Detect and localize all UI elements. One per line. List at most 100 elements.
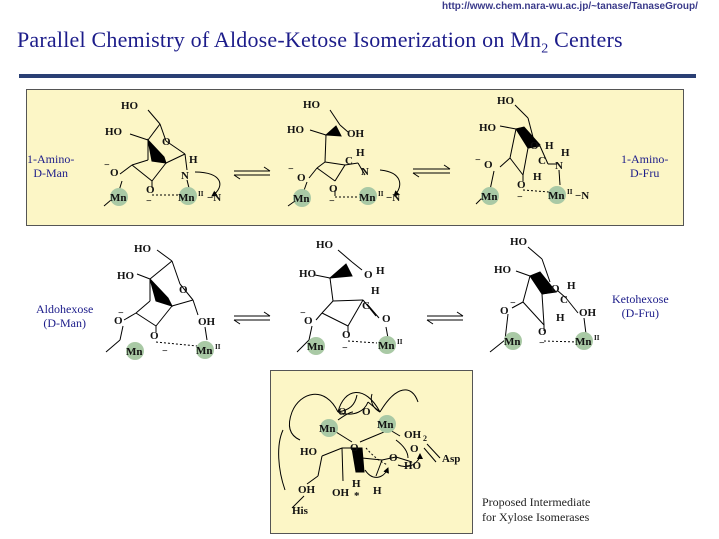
atom-n: −N [207, 192, 221, 204]
oxidation-state: II [378, 190, 384, 198]
atom-h: H [376, 265, 385, 277]
atom-n: N [555, 160, 563, 172]
charge-minus: − [342, 343, 348, 354]
structure-amino-man-pyranose [103, 109, 221, 207]
structure-enediol-open-chain [296, 249, 389, 353]
atom-o: O [410, 443, 419, 455]
mn-circle [378, 415, 396, 433]
atom-ho: HO [494, 264, 512, 276]
charge-minus: − [288, 164, 294, 175]
charge-minus: − [104, 160, 110, 171]
atom-ho: HO [404, 460, 422, 472]
atom-n: −N [575, 190, 589, 202]
atom-o: O [329, 183, 338, 195]
mn-circle [320, 419, 338, 437]
mn-circle [504, 332, 522, 350]
atom-o: O [110, 167, 119, 179]
atom-n: −N [386, 192, 400, 204]
atom-ho: HO [117, 270, 135, 282]
atom-h: H [545, 140, 554, 152]
atom-mn: Mn [178, 192, 195, 204]
atom-ho: HO [300, 446, 318, 458]
mn-centers [110, 186, 593, 437]
atom-ho: HO [134, 243, 152, 255]
amino-sugar-panel [26, 89, 684, 226]
atom-o: O [538, 326, 547, 338]
atom-ho: HO [299, 268, 317, 280]
atom-o: O [162, 136, 171, 148]
oxidation-state: II [198, 190, 204, 198]
mn-circle [481, 187, 499, 205]
equilibrium-arrows-top [233, 164, 451, 180]
atom-o: O [517, 179, 526, 191]
subscript-2: 2 [423, 434, 427, 443]
atom-mn: Mn [110, 192, 127, 204]
mn-circle [575, 332, 593, 350]
atom-h: H [556, 312, 565, 324]
atom-o: O [364, 269, 373, 281]
atom-mn: Mn [378, 340, 395, 352]
atom-ho: HO [105, 126, 123, 138]
atom-o: O [146, 184, 155, 196]
equilibrium-arrows-bottom [233, 311, 464, 325]
charge-minus: − [517, 192, 523, 203]
atom-ho: HO [479, 122, 497, 134]
atom-oh: OH [298, 484, 316, 496]
atom-mn: Mn [504, 336, 521, 348]
atom-mn: Mn [293, 193, 310, 205]
atom-o: O [297, 172, 306, 184]
atom-o: O [350, 442, 359, 454]
label-amino-man: 1-Amino-D-Man [27, 152, 75, 180]
atom-mn: Mn [548, 190, 565, 202]
atom-o: O [551, 283, 560, 295]
chiral-star: * [354, 490, 360, 502]
atom-o: O [389, 452, 398, 464]
charge-minus: − [118, 308, 124, 319]
atom-h: H [189, 154, 198, 166]
atom-mn: Mn [319, 423, 336, 435]
mn-circle [378, 336, 396, 354]
label-ketohexose: Ketohexose(D-Fru) [612, 292, 669, 320]
label-amino-fru: 1-Amino-D-Fru [621, 152, 669, 180]
atom-h: H [373, 485, 382, 497]
atom-o: O [382, 313, 391, 325]
mn-circle [548, 186, 566, 204]
atom-o: O [484, 159, 493, 171]
charge-minus: − [146, 196, 152, 207]
oxidation-state: II [215, 343, 221, 351]
atom-ho: HO [510, 236, 528, 248]
atom-h: H [533, 171, 542, 183]
atom-n: N [361, 166, 369, 178]
charge-minus: − [300, 308, 306, 319]
atom-his: His [292, 505, 309, 517]
mn-circle [293, 189, 311, 207]
atom-o: O [530, 140, 539, 152]
mn-circle [359, 187, 377, 205]
atom-ho: HO [121, 100, 139, 112]
atom-h: H [371, 285, 380, 297]
atom-oh: OH [198, 316, 216, 328]
atom-h: H [567, 280, 576, 292]
atom-asp: Asp [442, 453, 460, 465]
atom-o: O [338, 406, 347, 418]
atom-h: H [352, 478, 361, 490]
atom-oh: OH [332, 487, 350, 499]
atom-o: O [150, 330, 159, 342]
structure-aldohexose-pyranose [105, 249, 208, 353]
atom-oh2: OH [404, 429, 422, 441]
atom-ho: HO [316, 239, 334, 251]
atom-ho: HO [497, 95, 515, 107]
oxidation-state: II [594, 334, 600, 342]
atom-ho: HO [287, 124, 305, 136]
atom-c: C [560, 294, 568, 306]
atom-o: O [114, 315, 123, 327]
atom-n: N [181, 170, 189, 182]
mn-circle [126, 342, 144, 360]
charge-minus: − [162, 346, 168, 357]
atom-mn: Mn [481, 191, 498, 203]
mn-circle [307, 337, 325, 355]
structure-amino-fru-furanose [475, 104, 561, 205]
charge-minus: − [475, 155, 481, 166]
